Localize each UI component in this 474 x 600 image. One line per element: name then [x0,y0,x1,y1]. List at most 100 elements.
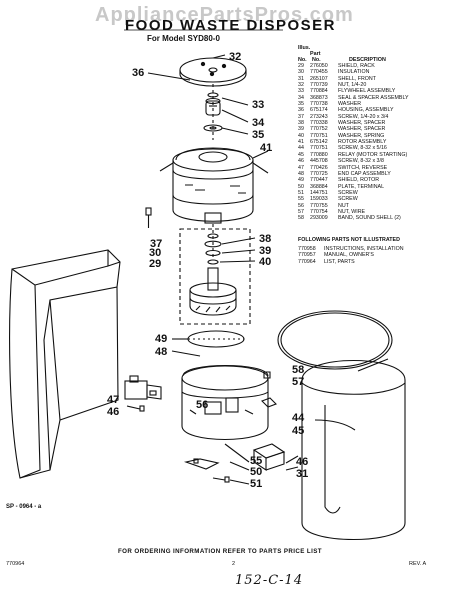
illus-no: 50 [298,183,304,190]
parts-row: 44 770751 SCREW, 8-32 x 5/16 [298,145,409,151]
leader-40 [219,260,256,263]
illus-no: 41 [298,139,304,146]
part-description: WASHER [338,101,362,108]
not-illustrated-row: 770964 LIST, PARTS [298,259,404,265]
part-description: ROTOR ASSEMBLY [338,139,387,146]
part-description: FLYWHEEL ASSEMBLY [338,88,396,95]
rotor-assembly [189,233,237,316]
leader-38 [221,237,256,245]
part-description: LIST, PARTS [324,258,355,265]
shield-49 [187,330,245,348]
parts-header-no1: No. [298,57,307,63]
part-no: 368884 [310,183,328,190]
illus-no: 31 [298,75,304,82]
callout-29: 29 [149,258,162,270]
illus-no: 34 [298,94,304,101]
callout-56: 56 [196,399,209,411]
part-description: NUT [338,202,349,209]
leader-39 [221,249,256,254]
callout-40: 40 [259,256,272,268]
callout-58: 58 [292,364,305,376]
part-no: 770751 [310,145,328,152]
callout-38: 38 [259,233,272,245]
part-no: 770958 [298,246,316,252]
callout-47: 47 [107,394,120,406]
illus-no: 45 [298,151,304,158]
part-no: 770880 [310,151,328,158]
rotor-box [179,228,251,325]
callout-30: 30 [149,247,162,259]
part-description: SCREW [338,196,358,203]
footer-code: SP - 0964 - a [6,504,42,510]
parts-header-illus: Illus. [298,45,311,51]
part-description: SCREW [338,189,358,196]
part-description: INSULATION [338,69,370,76]
illus-no: 57 [298,208,304,215]
callout-36: 36 [132,67,145,79]
part-no: 276050 [310,63,328,69]
part-description: MANUAL, OWNER'S [324,252,374,259]
part-no: 770755 [310,202,328,209]
callout-31: 31 [296,468,309,480]
illus-no: 36 [298,107,304,114]
illus-no: 51 [298,189,304,196]
handwritten-note: 152-C-14 [235,573,304,588]
callout-48: 48 [155,346,168,358]
illus-no: 32 [298,82,304,89]
callout-33: 33 [252,99,265,111]
part-no: 770884 [310,88,328,95]
part-description: SCREW, 8-32 x 5/16 [338,145,387,152]
screw-46b [285,455,299,471]
part-description: SHIELD, RACK [338,63,375,69]
illus-no: 37 [298,113,304,120]
part-no: 770738 [310,101,328,108]
watermark: AppliancePartsPros.com [95,4,354,26]
callout-45: 45 [292,425,305,437]
nut-57 [261,371,277,408]
part-no: 770752 [310,126,328,133]
illus-no: 48 [298,170,304,177]
illus-no: 44 [298,145,304,152]
part-no: 273243 [310,113,328,120]
callout-57: 57 [292,376,305,388]
part-no: 144751 [310,189,328,196]
part-no: 770964 [298,258,316,265]
part-description: SEAL & SPACER ASSEMBLY [338,94,409,101]
callout-32: 32 [229,51,242,63]
illus-no: 47 [298,164,304,171]
insulation [9,249,121,479]
leader-32 [212,54,226,59]
part-description: WASHER, SPACER [338,126,386,133]
part-description: SHELL, FRONT [338,75,376,82]
illus-no: 35 [298,101,304,108]
leader-41 [252,150,269,159]
part-no: 770338 [310,120,328,127]
relay-45 [252,443,286,472]
part-no: 770725 [310,170,328,177]
model-subtitle: For Model SYD80-0 [147,34,220,43]
part-no: 770447 [310,177,328,184]
part-no: 293009 [310,215,328,222]
not-illustrated-header: FOLLOWING PARTS NOT ILLUSTRATED [298,237,400,243]
